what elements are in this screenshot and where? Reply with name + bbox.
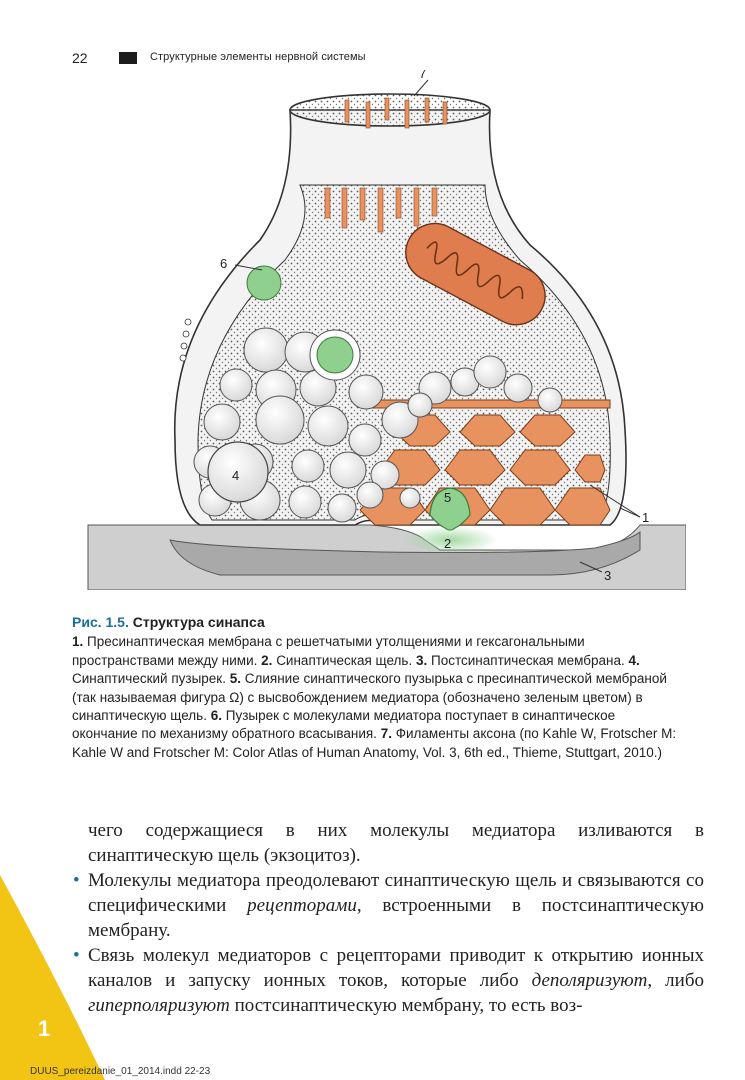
running-header: Структурные элементы нервной системы xyxy=(150,51,366,63)
callout-7: 7 xyxy=(419,70,426,81)
caption-label: Рис. 1 xyxy=(72,614,114,630)
caption-num-1: 1. xyxy=(72,634,84,650)
list-item-2-tail: постсинаптическую мембрану, то есть воз- xyxy=(234,995,583,1016)
list-item: • Связь молекул медиаторов с рецепторами… xyxy=(72,943,704,1018)
leader-lines xyxy=(234,79,641,573)
caption-text-2: Синаптическая щель. xyxy=(276,652,413,668)
body-text: чего содержащиеся в них молекулы медиато… xyxy=(72,818,704,1018)
term-receptors: рецепторами xyxy=(247,895,357,916)
bullet-icon: • xyxy=(73,870,80,891)
caption-title: Рис. 1.5. Структура синапса xyxy=(72,613,682,631)
callout-6: 6 xyxy=(220,256,227,271)
caption-heading: Структура синапса xyxy=(132,614,265,630)
callout-5: 5 xyxy=(444,490,451,505)
chapter-tab xyxy=(0,875,105,1080)
footer-filename: DUUS_pereizdanie_01_2014.indd xyxy=(30,1066,182,1077)
synapse-figure: 7 6 4 5 2 1 3 xyxy=(80,70,686,590)
caption-num-5: 5. xyxy=(229,671,241,687)
caption-text-4: Синаптический пузырек. xyxy=(72,671,226,687)
endocytic-pits xyxy=(179,318,192,362)
axon-filaments xyxy=(324,97,448,233)
released-transmitter xyxy=(402,526,498,554)
caption-text-6: Пузырек с молекулами медиатора поступает… xyxy=(72,708,616,742)
list-item-1-text: Молекулы медиатора преодолевают синаптич… xyxy=(88,870,704,916)
transmitter-content xyxy=(316,336,354,374)
callout-3: 3 xyxy=(604,568,611,583)
term-depolarize: деполяризуют xyxy=(531,970,648,991)
mitochondrion xyxy=(405,222,546,326)
caption-num-3: 3. xyxy=(415,652,428,668)
page-number: 22 xyxy=(72,50,88,66)
caption-num-2: 2. xyxy=(261,652,273,668)
list-item-2-mid: , либо xyxy=(647,970,704,991)
footer-pages: 22-23 xyxy=(184,1066,211,1077)
caption-text-1: Пресинаптическая мембрана с решетчатыми … xyxy=(72,634,585,668)
callout-4: 4 xyxy=(232,468,239,483)
callout-1: 1 xyxy=(642,510,649,525)
print-slug: DUUS_pereizdanie_01_2014.indd 22-23 xyxy=(30,1066,210,1077)
bullet-icon: • xyxy=(73,945,80,966)
paragraph-continuation: чего содержащиеся в них молекулы медиато… xyxy=(88,820,704,866)
synapse-illustration: 7 6 4 5 2 1 3 xyxy=(87,70,686,590)
caption-num-7: 7. xyxy=(380,726,392,742)
list-item-1-tail: , встроенными в постсинаптическую мембра… xyxy=(88,895,705,941)
axon-opening xyxy=(289,93,491,127)
caption-text-5: Слияние синаптического пузырька с пресин… xyxy=(72,671,667,724)
list-item-2-text: Связь молекул медиаторов с рецепторами п… xyxy=(88,945,704,991)
caption-num-4: 4. xyxy=(628,652,640,668)
list-item: • Молекулы медиатора преодолевают синапт… xyxy=(72,868,704,943)
caption-text-3: Постсинаптическая мембрана. xyxy=(431,652,625,668)
caption-num-6: 6. xyxy=(210,708,222,724)
synaptic-vesicle-large xyxy=(207,441,269,503)
chapter-number: 1 xyxy=(38,1016,51,1041)
caption-number: .5. xyxy=(113,614,129,630)
caption-body: 1. Пресинаптическая мембрана с решетчаты… xyxy=(72,633,682,762)
caption-text-7: Филаменты аксона (по Kahle W, Frotscher … xyxy=(72,726,677,760)
callout-2: 2 xyxy=(444,536,451,551)
term-hyperpolarize: гиперполяризуют xyxy=(88,995,230,1016)
postsynaptic-membrane xyxy=(169,530,641,576)
header-marker xyxy=(119,52,137,64)
recycled-vesicle xyxy=(246,265,282,301)
figure-caption: Рис. 1.5. Структура синапса 1. Пресинапт… xyxy=(72,613,682,762)
